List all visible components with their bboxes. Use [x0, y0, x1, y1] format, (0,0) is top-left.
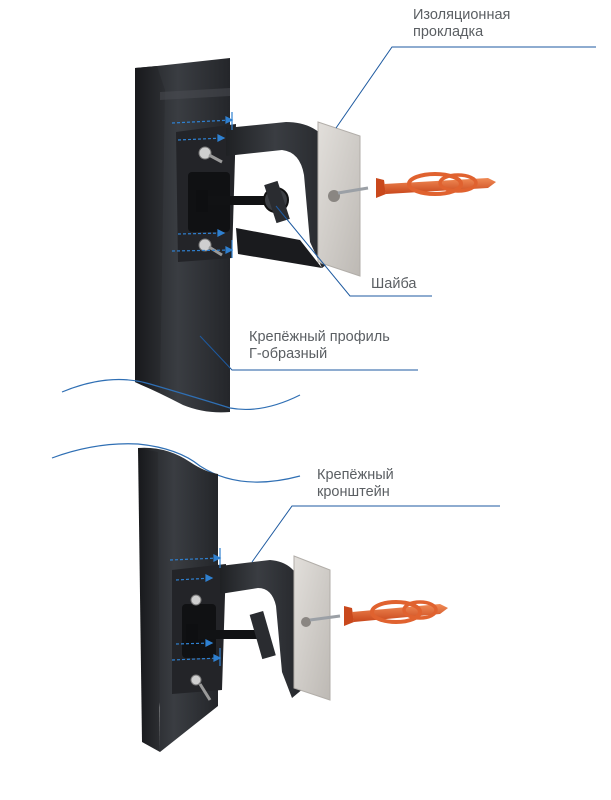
l-profile-top-highlight	[160, 88, 230, 100]
bolt-top	[198, 196, 276, 205]
washer-plate-top	[264, 180, 290, 224]
l-profile-bottom-flange	[138, 448, 160, 752]
screw-top-1-icon	[198, 146, 212, 160]
label-bracket: Крепёжный кронштейн	[317, 467, 394, 501]
label-washer: Шайба	[371, 276, 417, 293]
label-profile: Крепёжный профиль Г-образный	[249, 329, 390, 363]
screw-top-2-icon	[198, 238, 212, 252]
label-insulation-pad-line-1: Изоляционная	[413, 7, 511, 23]
label-bracket-line-2: кронштейн	[317, 484, 390, 500]
label-bracket-line-1: Крепёжный	[317, 467, 394, 483]
label-insulation-pad: Изоляционная прокладка	[413, 7, 510, 41]
bracket-bottom-arm	[220, 560, 304, 698]
l-profile-top-flange	[135, 66, 165, 392]
leader-profile	[199, 335, 418, 371]
leader-washer	[275, 205, 432, 297]
break-line-1	[61, 378, 301, 411]
label-profile-line-2: Г-образный	[249, 346, 328, 362]
break-line-2	[51, 443, 301, 483]
bottom-assembly	[138, 447, 448, 752]
insulation-pad-bottom	[293, 555, 331, 701]
dowel-bottom-icon	[344, 600, 448, 626]
leader-insulation-pad	[335, 46, 596, 129]
dimension-marks-top	[171, 112, 234, 258]
dowel-top-icon	[376, 172, 496, 198]
dimension-marks-bottom	[169, 548, 222, 666]
bracket-top-arm-lower	[236, 228, 322, 268]
leader-bracket	[251, 505, 500, 563]
label-insulation-pad-line-2: прокладка	[413, 24, 484, 40]
screw-bottom-1-icon	[190, 594, 202, 606]
label-washer-text: Шайба	[371, 276, 417, 292]
leader-lines	[199, 46, 596, 563]
bolt-bottom	[188, 630, 268, 639]
label-profile-line-1: Крепёжный профиль	[249, 329, 390, 345]
washer-plate-bottom	[249, 611, 276, 660]
nut-top	[196, 190, 208, 212]
top-assembly	[135, 58, 496, 413]
bracket-top-arm	[226, 122, 335, 268]
screw-bottom-2-icon	[190, 674, 202, 686]
